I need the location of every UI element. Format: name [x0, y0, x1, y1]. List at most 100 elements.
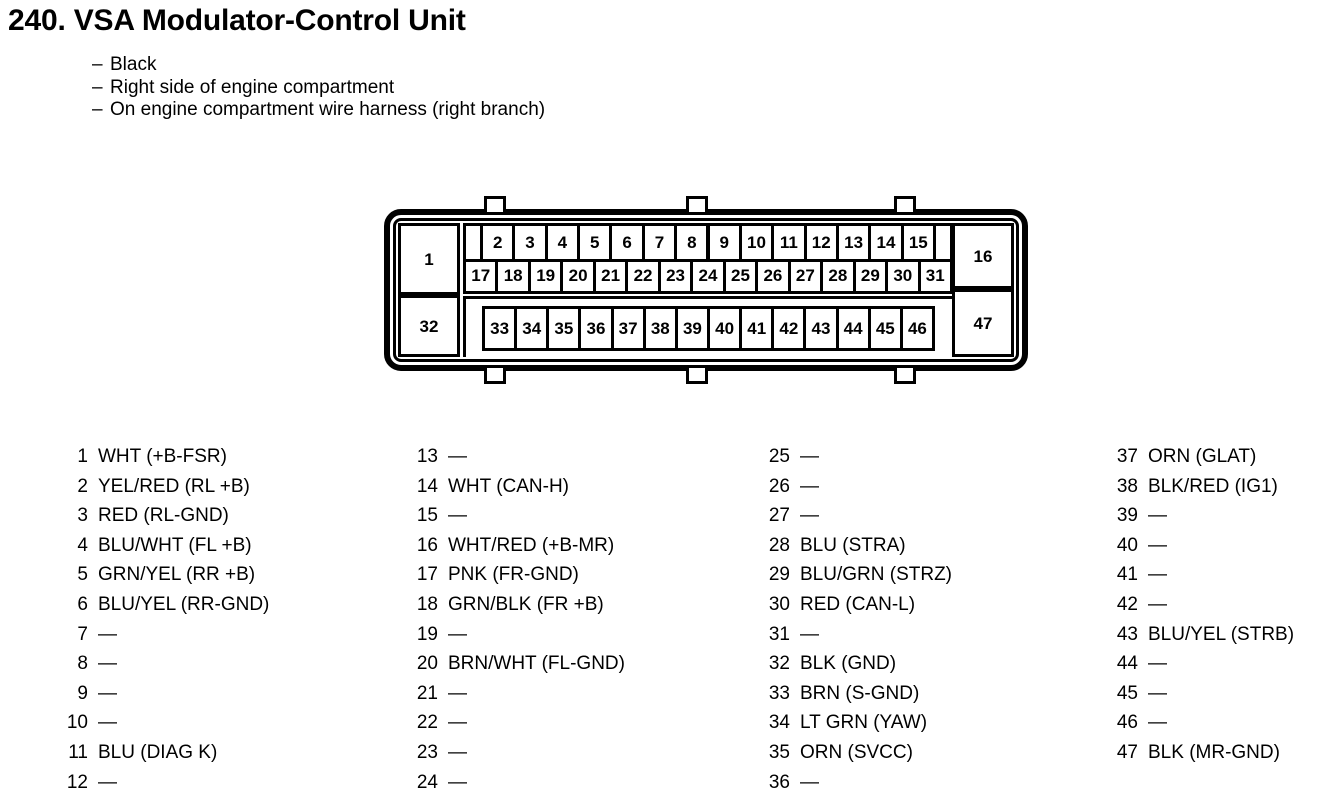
- page-title: 240. VSA Modulator-Control Unit: [8, 4, 466, 37]
- header-bullet: –On engine compartment wire harness (rig…: [92, 99, 545, 122]
- pin-list-item: 26—: [760, 476, 1090, 506]
- pin-number: 19: [416, 623, 438, 645]
- pin-wire-label: BLK/RED (IG1): [1148, 475, 1278, 497]
- pin-wire-label: —: [800, 475, 819, 497]
- pin-cell-4: 4: [544, 223, 581, 262]
- pin-cell-45: 45: [867, 306, 903, 351]
- pin-list-item: 4 BLU/WHT (FL +B): [58, 535, 388, 565]
- pin-wire-label: —: [800, 446, 819, 467]
- pin-number: 12: [66, 771, 88, 793]
- pin-cell-46: 46: [899, 306, 935, 351]
- pin-number: 24: [416, 771, 438, 793]
- bullet-text: Black: [110, 54, 157, 75]
- pin-wire-label: BLU/WHT (FL +B): [98, 534, 252, 556]
- pin-number: 38: [1116, 475, 1138, 497]
- pin-number: 18: [416, 593, 438, 615]
- pin-cell-40: 40: [707, 306, 743, 351]
- pin-wire-label: RED (CAN-L): [800, 593, 916, 615]
- pin-number: 11: [68, 741, 88, 763]
- pin-wire-label: —: [448, 741, 467, 763]
- pin-wire-label: BLU/GRN (STRZ): [800, 564, 952, 586]
- pin-number: 42: [1116, 593, 1138, 615]
- pin-cell-43: 43: [803, 306, 839, 351]
- bullet-dash-icon: –: [92, 99, 103, 120]
- mounting-tab-top-3: [894, 196, 916, 212]
- pin-number: 35: [768, 741, 790, 763]
- pin-wire-label: ORN (SVCC): [800, 741, 913, 763]
- pin-wire-label: —: [98, 771, 117, 793]
- pin-number: 14: [416, 475, 438, 497]
- pin-wire-label: BRN (S-GND): [800, 682, 920, 704]
- bullet-dash-icon: –: [92, 76, 103, 98]
- pin-cell-31: 31: [917, 256, 953, 294]
- bullet-text: Right side of engine compartment: [110, 76, 395, 98]
- pin-number: 28: [768, 534, 790, 556]
- pin-list-item: 13—: [408, 446, 738, 476]
- pin-number: 3: [77, 505, 88, 527]
- pin-cell-12: 12: [803, 223, 839, 262]
- pin-wire-label: —: [98, 712, 117, 734]
- pin-number: 40: [1116, 534, 1138, 556]
- pin-cell-38: 38: [642, 306, 678, 351]
- pin-number: 36: [768, 771, 790, 793]
- pin-cell-44: 44: [835, 306, 871, 351]
- pin-wire-label: PNK (FR-GND): [448, 564, 579, 586]
- pin-number: 32: [768, 653, 790, 675]
- mounting-tab-top-1: [484, 196, 506, 212]
- pin-cell-26: 26: [755, 256, 791, 294]
- pin-wire-label: WHT (CAN-H): [448, 475, 570, 497]
- pin-wire-label: —: [98, 682, 117, 704]
- pin-list-item: 45—: [1108, 683, 1344, 713]
- pin-wire-label: —: [800, 771, 819, 793]
- header-bullet: –Black: [92, 54, 545, 77]
- pin-cell-1: 1: [398, 223, 460, 295]
- pin-wire-label: —: [98, 653, 117, 675]
- pin-wire-label: —: [448, 505, 467, 527]
- pin-wire-label: —: [448, 682, 467, 704]
- header-bullet: –Right side of engine compartment: [92, 77, 545, 100]
- pin-wire-label: —: [800, 505, 819, 527]
- pin-wire-label: —: [1148, 653, 1167, 675]
- pin-number: 43: [1116, 623, 1138, 645]
- pin-number: 47: [1116, 741, 1138, 763]
- pin-cell-33: 33: [482, 306, 518, 351]
- pin-number: 10: [66, 712, 88, 734]
- pin-cell-9: 9: [706, 223, 742, 262]
- pin-list-item: 10 —: [58, 712, 388, 742]
- pin-number: 4: [77, 534, 88, 556]
- pin-list-item: 23—: [408, 742, 738, 772]
- mounting-tab-bottom-2: [686, 368, 708, 384]
- pin-list-item: 7—: [58, 624, 388, 654]
- pin-cell-32: 32: [398, 295, 460, 357]
- pin-wire-label: BLK (GND): [800, 653, 897, 675]
- pin-wire-label: —: [1148, 534, 1167, 556]
- pin-cell-2: 2: [480, 223, 516, 262]
- pin-number: 21: [416, 682, 438, 704]
- pin-cell-13: 13: [835, 223, 872, 262]
- pin-cell-15: 15: [900, 223, 936, 262]
- pin-wire-label: BLU (STRA): [800, 534, 906, 556]
- pin-list-item: 41—: [1108, 564, 1344, 594]
- bullet-dash-icon: –: [92, 54, 103, 75]
- pin-wire-label: —: [1148, 712, 1167, 734]
- pin-cell-10: 10: [738, 223, 775, 262]
- pin-number: 20: [416, 653, 438, 675]
- pin-number: 31: [768, 623, 790, 645]
- pin-cell-34: 34: [514, 306, 550, 351]
- pin-wire-label: GRN/BLK (FR +B): [448, 593, 604, 615]
